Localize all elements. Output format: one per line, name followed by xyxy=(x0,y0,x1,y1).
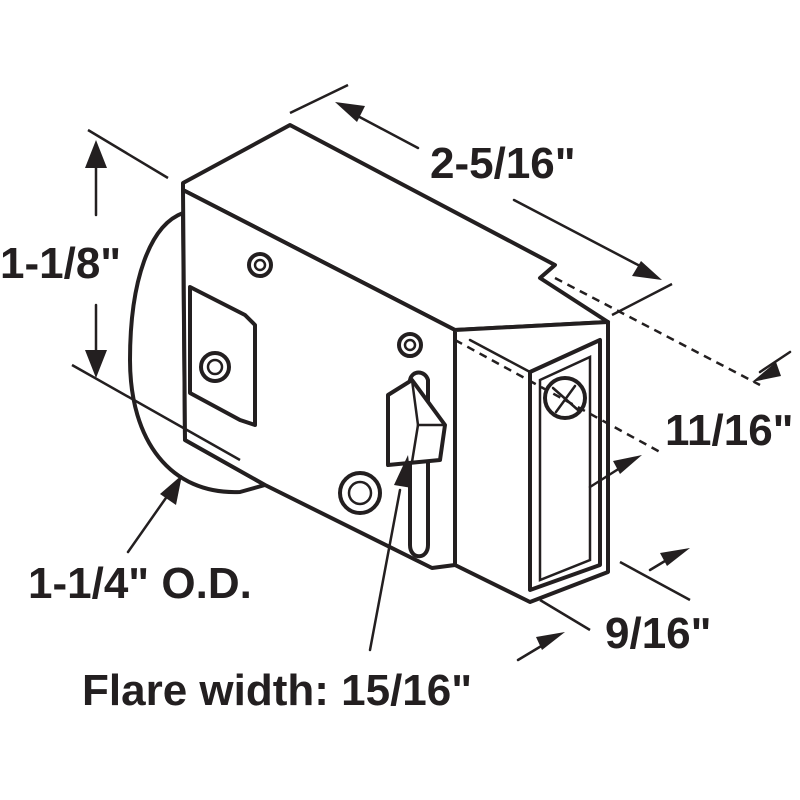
label-length: 2-5/16" xyxy=(430,139,576,188)
label-height: 1-1/8" xyxy=(0,239,121,288)
screw-hole-middle xyxy=(397,332,423,358)
dimension-length: 2-5/16" xyxy=(289,83,673,317)
label-depth-bottom: 9/16" xyxy=(605,609,712,658)
tab-hole xyxy=(199,351,231,383)
dimension-depth-top: 11/16" xyxy=(454,276,794,489)
label-depth-top: 11/16" xyxy=(665,406,794,455)
label-flare-width: Flare width: 15/16" xyxy=(82,666,472,715)
leader-wheel-od: 1-1/4" O.D. xyxy=(28,475,252,608)
end-channel xyxy=(453,320,610,604)
roller-wheel xyxy=(128,211,267,495)
label-wheel-od: 1-1/4" O.D. xyxy=(28,559,252,608)
dimension-height: 1-1/8" xyxy=(0,128,241,462)
screw-hole-upper xyxy=(247,252,273,278)
leader-flare-width: Flare width: 15/16" xyxy=(82,455,472,715)
dimension-depth-bottom: 9/16" xyxy=(516,548,712,662)
adjustment-hole xyxy=(338,471,382,515)
